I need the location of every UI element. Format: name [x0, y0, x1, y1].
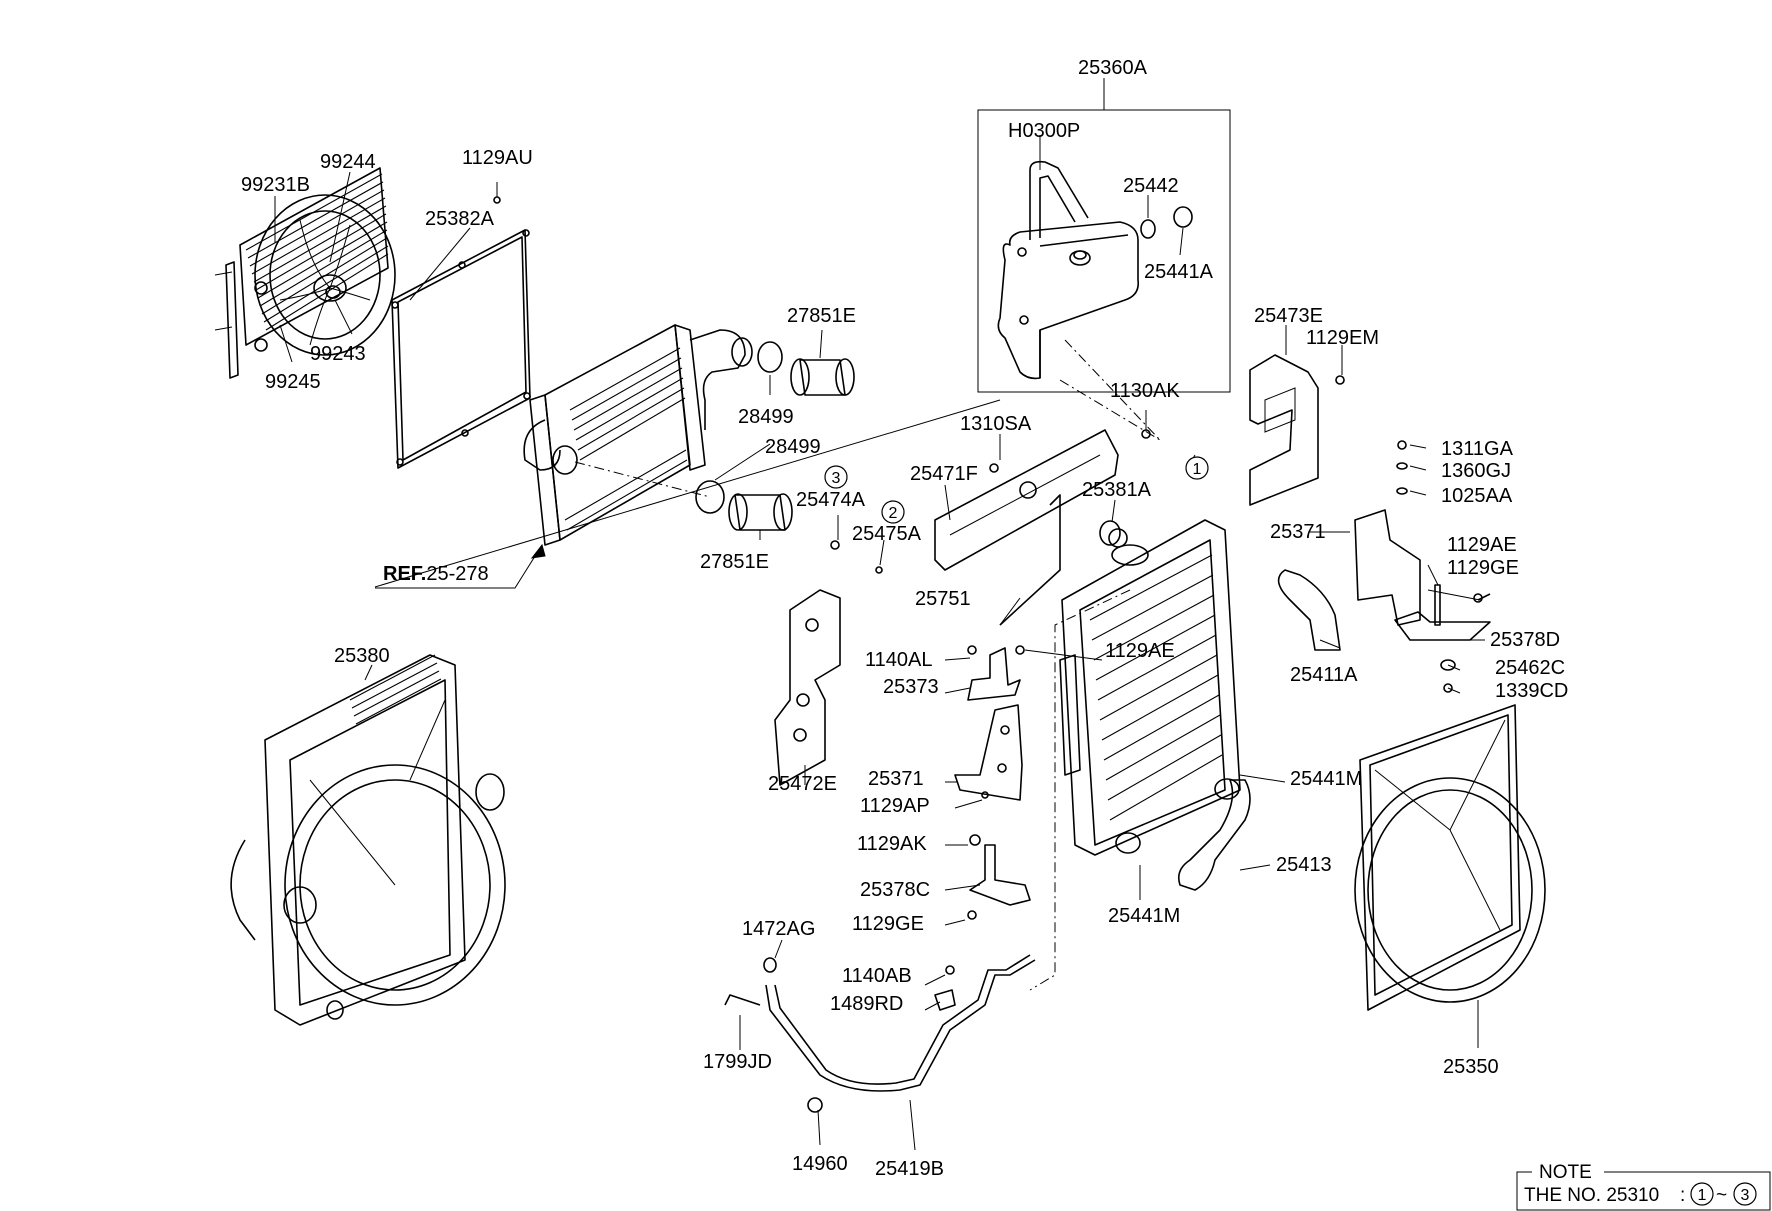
- label-1360gj: 1360GJ: [1441, 460, 1511, 482]
- pin-bracket-lower: [969, 844, 1031, 906]
- label-1129ae-mid: 1129AE: [1105, 640, 1175, 662]
- radiator-mount: [1099, 520, 1121, 546]
- label-1472ag: 1472AG: [742, 918, 815, 940]
- ref-label: REF.25-278: [383, 563, 489, 585]
- label-1311ga: 1311GA: [1441, 438, 1514, 460]
- label-1129ge-top: 1129GE: [1447, 557, 1519, 579]
- main-radiator: [1059, 519, 1241, 856]
- label-1339cd: 1339CD: [1495, 680, 1568, 702]
- ref-prefix: REF.: [383, 563, 426, 585]
- label-99245: 99245: [265, 371, 321, 393]
- label-27851e-bottom: 27851E: [700, 551, 769, 573]
- lower-hose: [1177, 779, 1251, 891]
- ref-code: 25-278: [426, 563, 488, 585]
- label-1310sa: 1310SA: [960, 413, 1032, 435]
- label-25411a: 25411A: [1290, 664, 1358, 686]
- ref-arrow: [375, 543, 546, 589]
- label-1129ak: 1129AK: [857, 833, 927, 855]
- label-1129em: 1129EM: [1306, 327, 1379, 349]
- label-25413: 25413: [1276, 854, 1332, 876]
- note-tilde: ~: [1716, 1185, 1727, 1206]
- label-1129ge-bottom: 1129GE: [852, 913, 924, 935]
- label-28499-bottom: 28499: [765, 436, 821, 458]
- condenser-fan-assembly: [214, 167, 396, 379]
- label-1489rd: 1489RD: [830, 993, 903, 1015]
- label-25473e: 25473E: [1254, 305, 1323, 327]
- label-1140al: 1140AL: [865, 649, 932, 671]
- label-1130ak: 1130AK: [1110, 380, 1180, 402]
- callout-1-number: 1: [1193, 461, 1202, 478]
- callout-1: 1: [1185, 456, 1209, 480]
- label-25371-right: 25371: [1270, 521, 1326, 543]
- assembled-radiator: [230, 654, 506, 1026]
- label-27851e-top: 27851E: [787, 305, 856, 327]
- leader-lines: [274, 78, 1485, 1151]
- bracket-small-center: [967, 647, 1021, 701]
- label-1129ap: 1129AP: [860, 795, 930, 817]
- part-labels: 25360A H0300P 25442 25441A 99244 99231B …: [241, 57, 1568, 1180]
- note-from: 1: [1698, 1187, 1707, 1204]
- label-25474a: 25474A: [796, 489, 866, 511]
- label-99243: 99243: [310, 343, 366, 365]
- callout-2-number: 2: [889, 505, 898, 522]
- note-text: THE NO. 25310: [1524, 1185, 1659, 1206]
- reservoir-tank: [997, 160, 1193, 380]
- label-99244: 99244: [320, 151, 376, 173]
- label-25378d: 25378D: [1490, 629, 1560, 651]
- svg-text:REF.25-278: REF.25-278: [383, 563, 489, 585]
- note-title: NOTE: [1539, 1162, 1592, 1183]
- label-25419b: 25419B: [875, 1158, 944, 1180]
- label-99231b: 99231B: [241, 174, 310, 196]
- bracket-right-upper: [1249, 354, 1319, 506]
- callout-2: 2: [881, 500, 905, 524]
- label-1799jd: 1799JD: [703, 1051, 772, 1073]
- label-14960: 14960: [792, 1153, 848, 1175]
- label-1129ae-top: 1129AE: [1447, 534, 1517, 556]
- note-to: 3: [1741, 1187, 1750, 1204]
- fasteners: [493, 196, 1483, 1011]
- label-25475a: 25475A: [852, 523, 922, 545]
- label-25441a: 25441A: [1144, 261, 1214, 283]
- label-25378c: 25378C: [860, 879, 930, 901]
- callout-3: 3: [824, 465, 848, 489]
- fan-shroud: [1354, 704, 1546, 1011]
- note-colon: :: [1680, 1185, 1685, 1206]
- label-25380: 25380: [334, 645, 390, 667]
- upper-hose: [1277, 569, 1341, 651]
- note-box: NOTE THE NO. 25310 : 1 ~ 3: [1516, 1162, 1771, 1211]
- label-25371-mid: 25371: [868, 768, 924, 790]
- label-25373: 25373: [883, 676, 939, 698]
- shroud-gasket: [391, 229, 531, 469]
- label-25441m-bottom: 25441M: [1108, 905, 1180, 927]
- label-25360a: 25360A: [1078, 57, 1148, 79]
- label-25441m-right: 25441M: [1290, 768, 1362, 790]
- label-h0300p: H0300P: [1008, 120, 1080, 142]
- intercooler: [523, 324, 753, 546]
- label-25471f: 25471F: [910, 463, 978, 485]
- intercooler-hoses: [695, 341, 855, 531]
- reservoir-group-box: [977, 95, 1231, 393]
- label-1129au: 1129AU: [462, 147, 533, 169]
- callout-3-number: 3: [832, 470, 841, 487]
- bracket-left-lower: [774, 589, 841, 786]
- label-25350: 25350: [1443, 1056, 1499, 1078]
- overflow-pipe: [724, 954, 1036, 1113]
- upper-support-bar: [934, 429, 1119, 626]
- label-25462c: 25462C: [1495, 657, 1565, 679]
- label-28499-top: 28499: [738, 406, 794, 428]
- label-25442: 25442: [1123, 175, 1179, 197]
- label-25382a: 25382A: [425, 208, 495, 230]
- bracket-right-pin: [1354, 509, 1491, 641]
- bracket-mid: [954, 704, 1023, 801]
- label-1025aa: 1025AA: [1441, 485, 1513, 507]
- label-25472e: 25472E: [768, 773, 837, 795]
- alignment-lines: [574, 339, 1161, 991]
- label-25381a: 25381A: [1082, 479, 1152, 501]
- label-1140ab: 1140AB: [842, 965, 912, 987]
- label-25751: 25751: [915, 588, 971, 610]
